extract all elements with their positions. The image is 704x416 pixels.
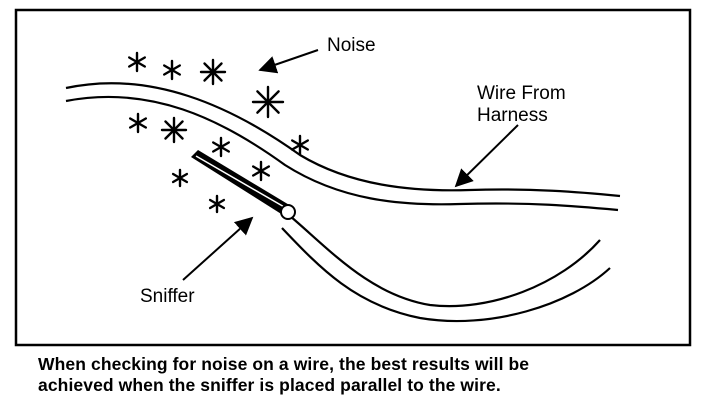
noise-label: Noise (327, 35, 376, 56)
noise-star (211, 136, 231, 158)
sniffer-highlight (195, 155, 287, 209)
lower-wire-upper-edge (289, 215, 601, 308)
sniffer-arrow (182, 216, 254, 281)
harness-wire-upper-edge (65, 82, 621, 198)
noise-star (162, 59, 182, 81)
wire-label-line1: Wire From (477, 83, 566, 104)
noise-star (208, 194, 226, 214)
harness-wire-lower-edge (65, 95, 619, 212)
caption-line1: When checking for noise on a wire, the b… (38, 354, 530, 374)
sniffer-label: Sniffer (140, 286, 195, 307)
noise-star (291, 134, 309, 156)
harness-wire (65, 82, 621, 212)
diagram-frame (14, 8, 692, 347)
sniffer-probe (191, 150, 296, 220)
lower-wire-lower-edge (281, 227, 611, 323)
noise-star (160, 116, 188, 144)
noise-stars (127, 51, 309, 214)
wire-label-line2: Harness (477, 105, 548, 126)
sniffer-body (191, 150, 291, 217)
caption-line2: achieved when the sniffer is placed para… (38, 375, 501, 395)
noise-star (199, 58, 227, 86)
noise-star (251, 85, 285, 119)
noise-star (251, 160, 270, 182)
wire-arrow (454, 124, 519, 188)
noise-star (127, 51, 147, 73)
lower-wire (281, 215, 611, 323)
sniffer-tip (280, 204, 296, 220)
caption: When checking for noise on a wire, the b… (38, 354, 678, 396)
noise-star (128, 112, 148, 134)
noise-arrow (258, 49, 319, 74)
noise-star (171, 168, 189, 188)
